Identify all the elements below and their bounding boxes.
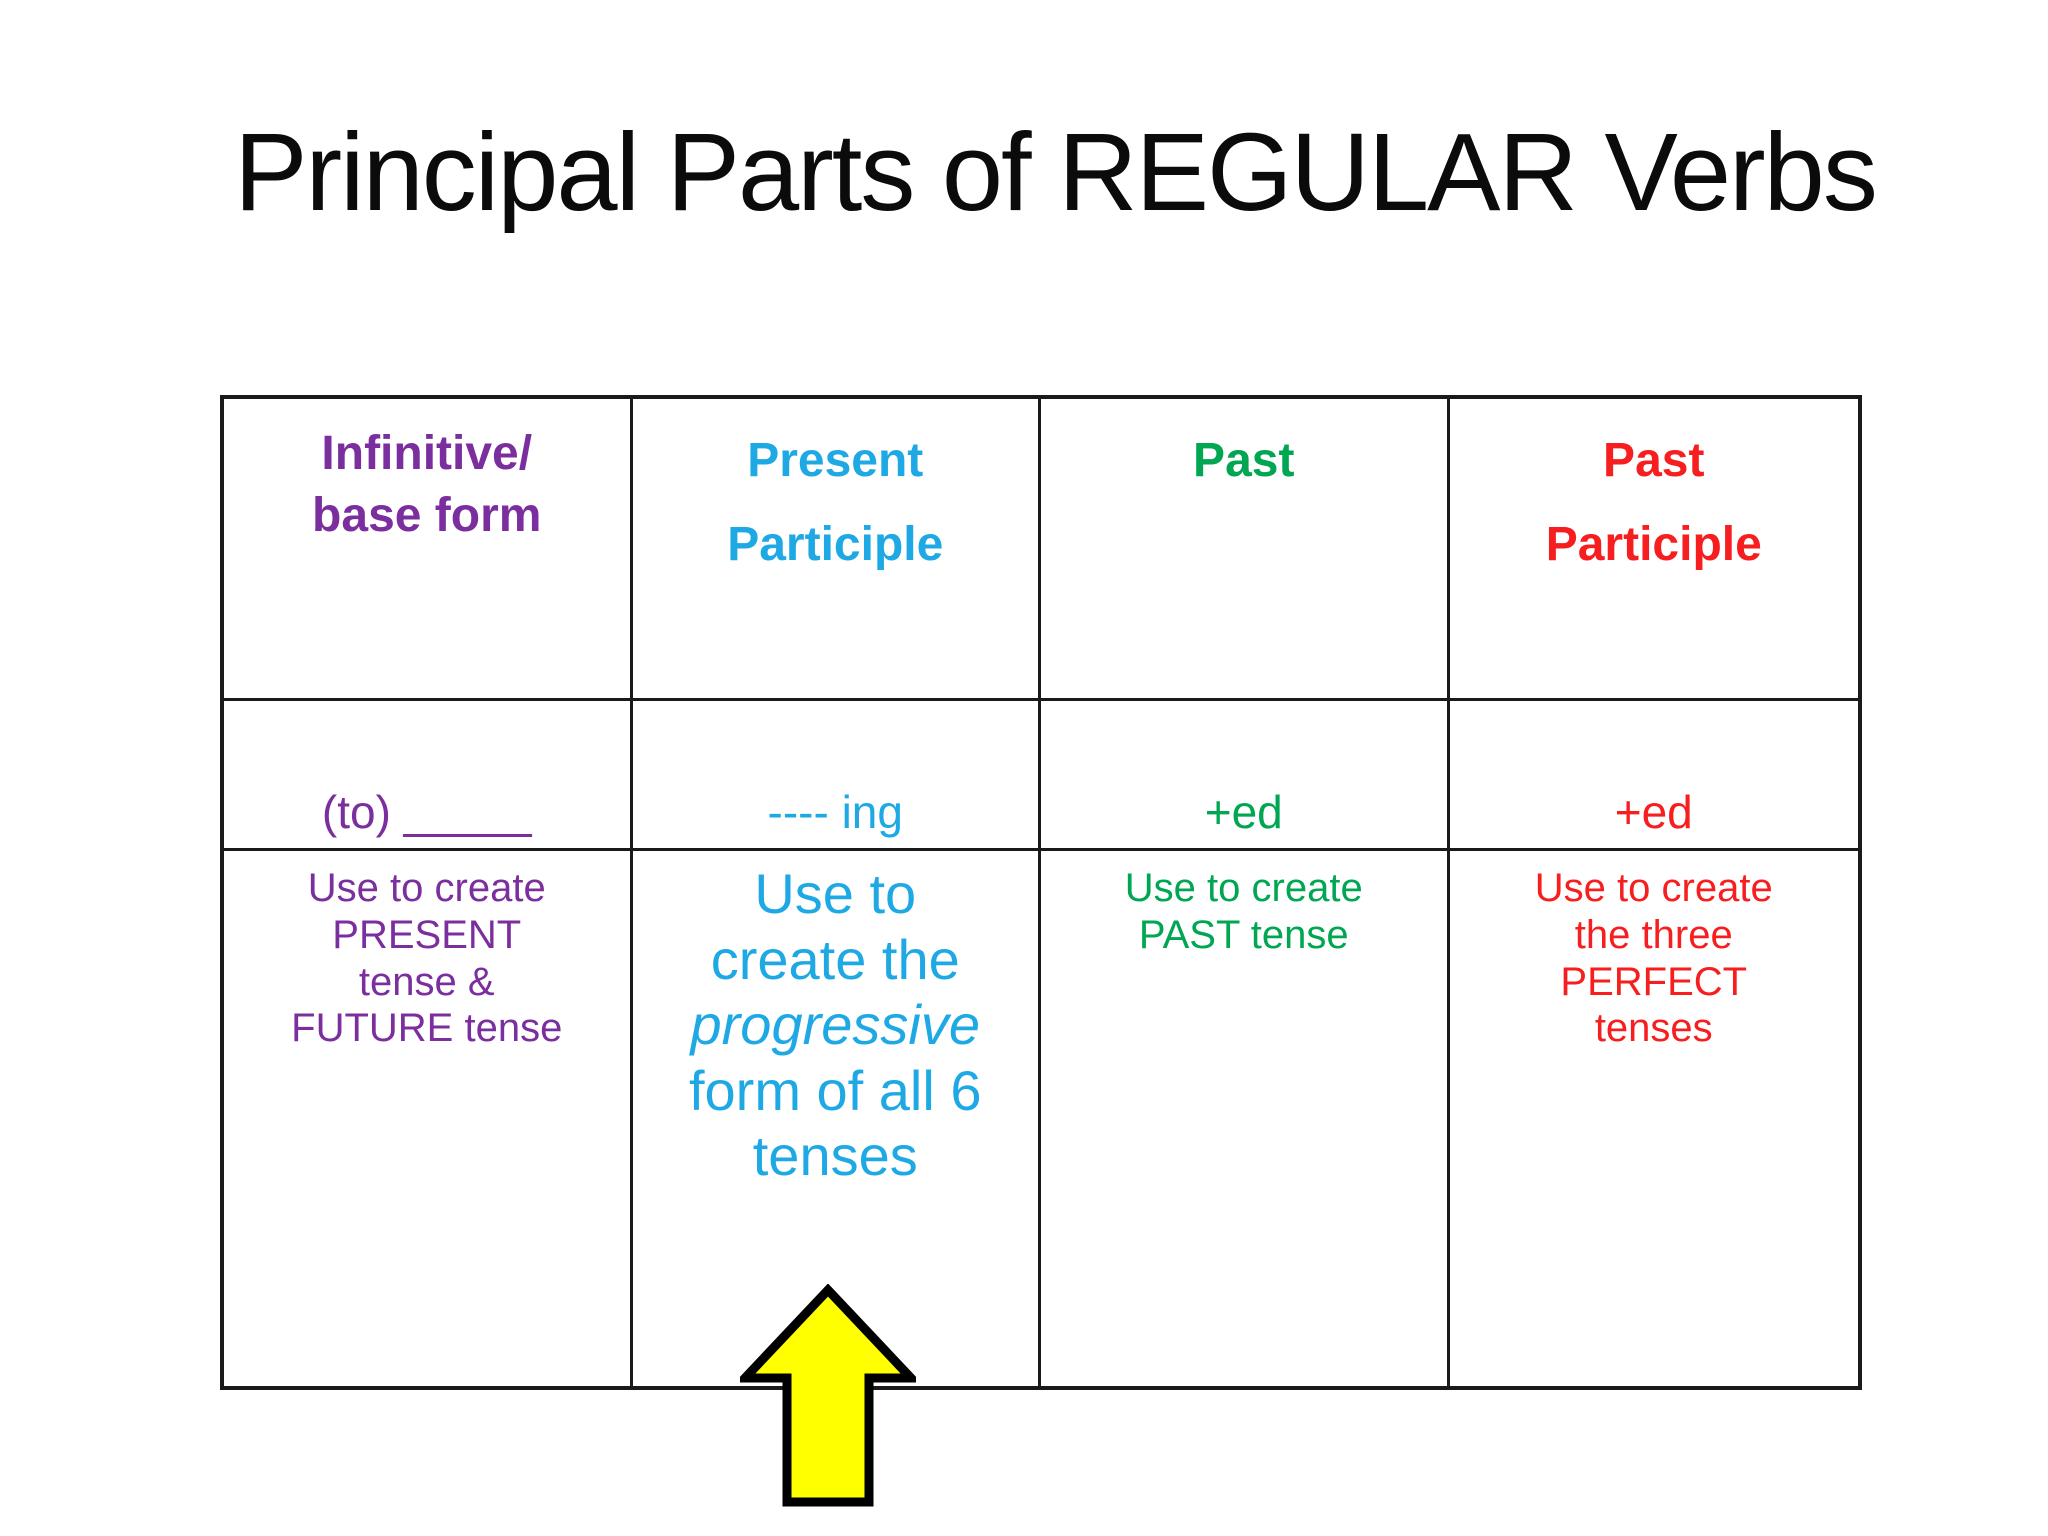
usage-line: tense & [358, 959, 495, 1004]
header-line: Infinitive/ [321, 427, 533, 480]
usage-line: create the [710, 927, 960, 991]
usage-line: PAST tense [1138, 912, 1349, 957]
form-text: +ed [1204, 786, 1283, 839]
usage-line: form of all 6 [688, 1058, 982, 1122]
form-past-participle: +ed [1449, 701, 1858, 851]
usage-line: Use to [754, 862, 917, 925]
usage-line: Use to create [1124, 866, 1363, 910]
usage-line: tenses [752, 1124, 918, 1188]
form-text: ---- ing [767, 786, 903, 839]
header-past-participle: Past Participle [1449, 399, 1858, 701]
usage-line: tenses [1594, 1006, 1713, 1051]
form-text: (to) _____ [321, 786, 532, 839]
header-line: Participle [1545, 518, 1762, 571]
page-title: Principal Parts of REGULAR Verbs [234, 111, 1878, 234]
usage-past-participle: Use to create the three PERFECT tenses [1450, 851, 1859, 1386]
header-line: base form [312, 489, 542, 543]
header-infinitive-base-form: Infinitive/ base form [224, 399, 633, 701]
form-text: +ed [1614, 786, 1693, 839]
usage-present-participle: Use to create the progressive form of al… [633, 851, 1041, 1386]
usage-line: PRESENT [332, 912, 522, 957]
up-arrow-icon [740, 1284, 916, 1507]
header-line: Participle [727, 518, 944, 571]
usage-line: Use to create [307, 866, 546, 910]
form-present-participle: ---- ing [632, 701, 1041, 851]
header-line: Present [747, 434, 924, 487]
usage-infinitive: Use to create PRESENT tense & FUTURE ten… [224, 851, 633, 1386]
usage-line: Use to create [1534, 866, 1773, 910]
header-line: Past [1193, 434, 1295, 487]
usage-line-italic: progressive [690, 993, 980, 1057]
header-line: Past [1603, 434, 1705, 487]
header-present-participle: Present Participle [632, 399, 1041, 701]
form-past: +ed [1041, 701, 1450, 851]
form-infinitive: (to) _____ [224, 701, 633, 851]
usage-past: Use to create PAST tense [1041, 851, 1450, 1386]
header-past: Past [1041, 399, 1450, 701]
usage-line: FUTURE tense [291, 1006, 563, 1051]
usage-line: the three [1574, 912, 1733, 957]
regular-verbs-table: Infinitive/ base form Present Participle… [220, 395, 1862, 1390]
usage-line: PERFECT [1560, 959, 1748, 1004]
